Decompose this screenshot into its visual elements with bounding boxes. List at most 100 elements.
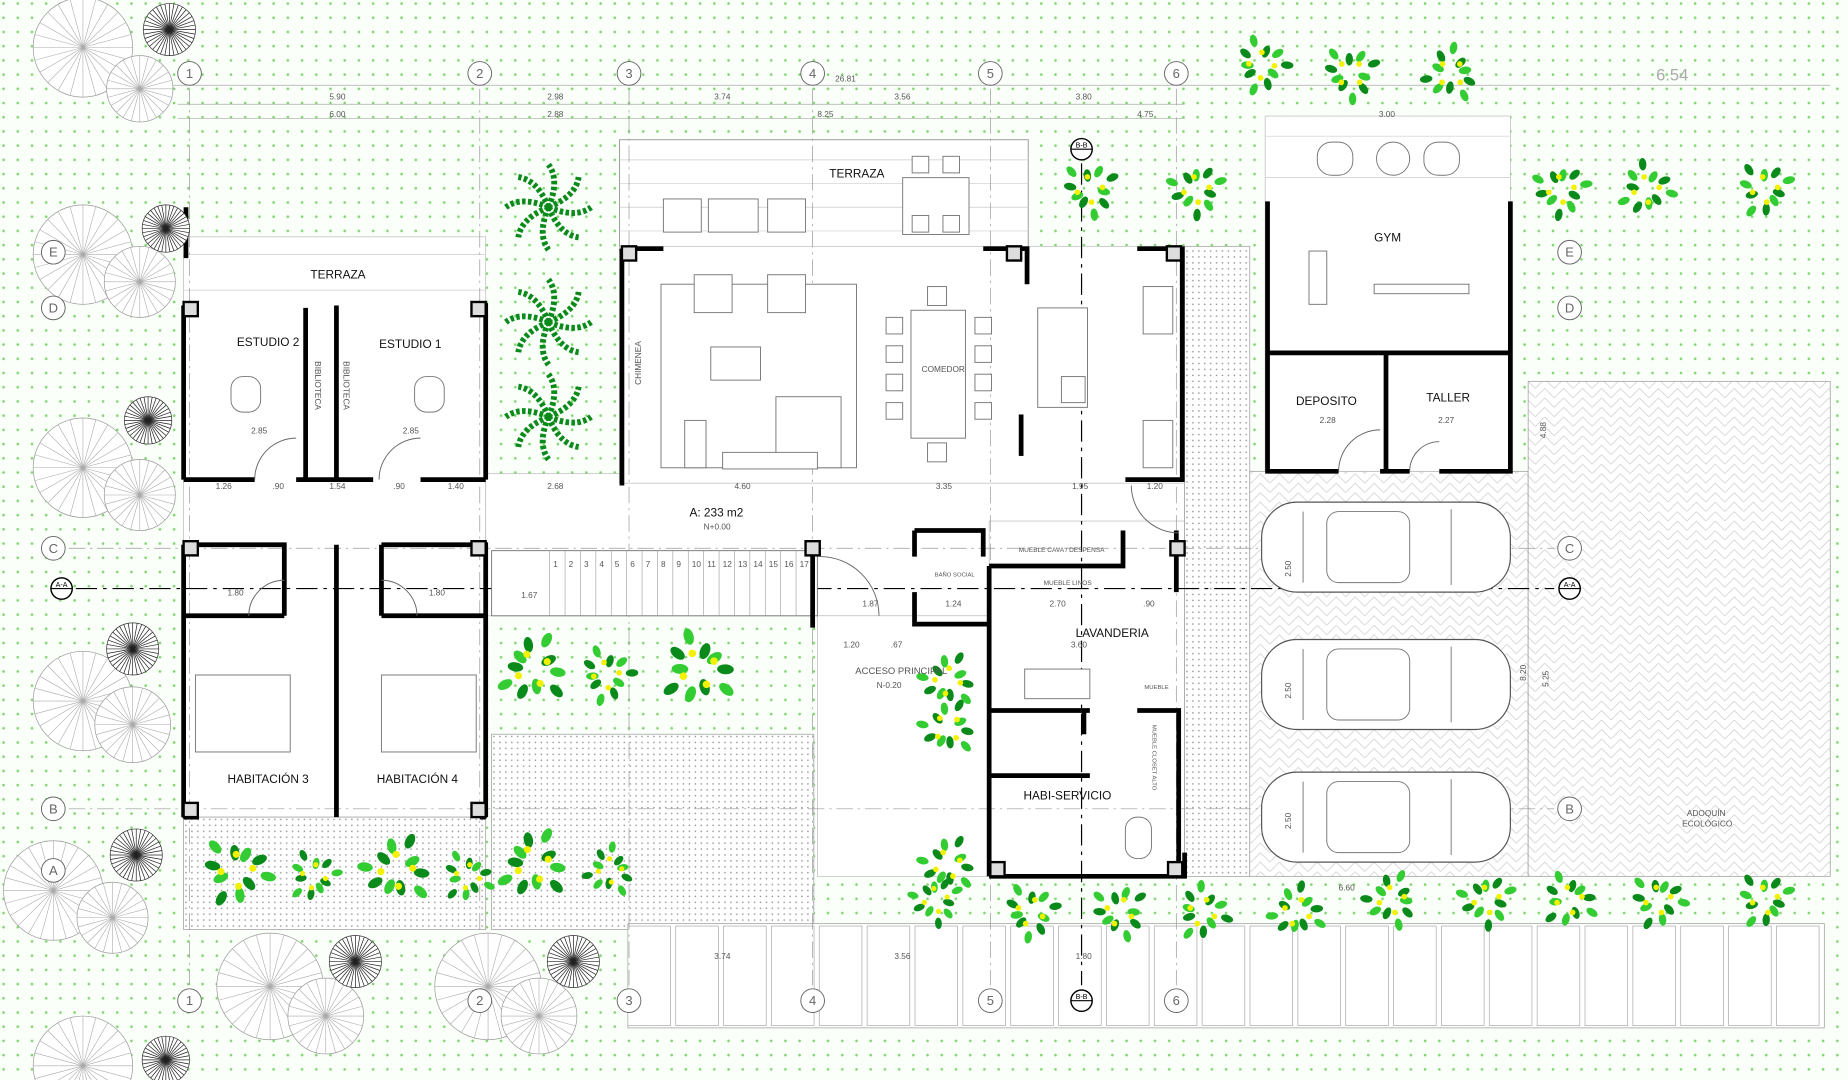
flowering-shrub <box>916 699 974 752</box>
stair-step-number: 5 <box>615 559 620 569</box>
label-ecologico: ECOLÓGICO <box>1682 819 1733 829</box>
dim: .67 <box>891 640 903 650</box>
dim: 3.56 <box>894 91 911 101</box>
grid-bubble-column: 6 <box>1164 61 1189 86</box>
dim: .90 <box>272 481 284 491</box>
stair-step-number: 1 <box>553 559 558 569</box>
tree <box>287 977 365 1055</box>
dim: 1.80 <box>1076 951 1093 961</box>
grid-label: E <box>1565 245 1574 260</box>
dim: 3.74 <box>714 91 731 101</box>
flowering-shrub <box>1360 870 1413 931</box>
flowering-shrub <box>1617 157 1678 213</box>
tree <box>94 686 171 763</box>
dim: 4.75 <box>1137 109 1154 119</box>
grid-label: C <box>49 541 58 556</box>
parking-stall <box>1728 925 1772 1026</box>
tree <box>142 3 196 57</box>
furniture <box>194 141 1470 860</box>
label-mueble: MUEBLE <box>1144 685 1168 691</box>
dim: 2.85 <box>403 425 420 435</box>
dim: 3.56 <box>894 951 911 961</box>
stair-step-number: 6 <box>630 559 635 569</box>
dim: 1.40 <box>448 481 465 491</box>
stair-step-number: 9 <box>676 559 681 569</box>
grid-bubble-row: E <box>1557 239 1582 265</box>
tree <box>141 1035 190 1080</box>
flowering-shrub <box>1063 165 1119 221</box>
dim: 3.35 <box>936 481 953 491</box>
grid-label: D <box>49 300 58 315</box>
flowering-shrub <box>581 841 633 896</box>
flowering-shrub <box>907 879 963 930</box>
flowering-shrub <box>1006 884 1062 944</box>
section-marker: B-B <box>1070 137 1093 161</box>
grid-label: C <box>1565 541 1574 556</box>
dim: 1.24 <box>945 598 962 608</box>
dim: 6.60 <box>1339 883 1356 893</box>
fern-plant <box>504 162 593 252</box>
section-label: A-A <box>1564 581 1576 589</box>
tree <box>32 0 134 98</box>
grid-label: 6 <box>1173 66 1180 81</box>
grid-bubble-column: 5 <box>978 61 1003 86</box>
tree <box>103 245 176 318</box>
car <box>1261 771 1511 863</box>
grid-bubble-row: D <box>1557 295 1582 321</box>
label-habi-servicio: HABI-SERVICIO <box>1024 788 1112 802</box>
parking-stall <box>1488 925 1533 1026</box>
grid-bubble-row: C <box>40 535 66 561</box>
label-terraza-main: TERRAZA <box>829 167 884 181</box>
dim: 1.20 <box>1147 481 1164 491</box>
label-level: N+0.00 <box>704 521 731 531</box>
flowering-shrub <box>1240 34 1294 96</box>
grid-label: 2 <box>476 993 483 1008</box>
flowering-shrub <box>1419 41 1476 102</box>
section-marker: A-A <box>1558 577 1581 600</box>
parking-stall <box>723 925 767 1026</box>
dim: 4.88 <box>1538 422 1548 439</box>
parking-stall <box>1441 925 1485 1026</box>
walls <box>181 201 1513 879</box>
tree <box>141 204 190 253</box>
dim: 2.50 <box>1283 682 1293 699</box>
dim: 5.90 <box>329 91 346 101</box>
door-swings <box>248 429 1440 616</box>
tree <box>500 977 578 1055</box>
section-marker: A-A <box>50 577 73 600</box>
section-label: B-B <box>1076 993 1088 1001</box>
fern-plant <box>504 372 593 462</box>
flowering-shrub <box>1455 877 1517 932</box>
tree <box>103 459 176 531</box>
grid-bubble-row: D <box>40 295 66 321</box>
tree <box>109 828 163 882</box>
grid-label: B <box>1565 801 1574 816</box>
flowering-shrub <box>357 833 430 899</box>
label-lavanderia: LAVANDERIA <box>1076 626 1149 640</box>
flowering-shrub <box>497 632 566 699</box>
flowering-shrub <box>1632 877 1691 930</box>
tree <box>328 935 382 988</box>
grid-label: 4 <box>809 66 816 81</box>
dim: 8.20 <box>1518 664 1528 681</box>
stair-step-number: 11 <box>707 559 716 569</box>
label-acceso-principal: ACCESO PRINCIPAL <box>855 666 947 677</box>
dim: 3.80 <box>1076 91 1093 101</box>
tree <box>124 396 173 445</box>
dim: 2.27 <box>1438 415 1455 425</box>
grid-label: 3 <box>625 993 632 1008</box>
label-habitacion-4: HABITACIÓN 4 <box>377 772 459 786</box>
label-terraza-left: TERRAZA <box>310 267 365 281</box>
flowering-shrub <box>1325 48 1381 106</box>
dim: 2.68 <box>547 481 564 491</box>
section-label: A-A <box>56 581 68 589</box>
parking-stall <box>818 925 863 1026</box>
parking-stall <box>1201 925 1246 1026</box>
label-estudio-1: ESTUDIO 1 <box>379 337 441 351</box>
flowering-shrub <box>445 850 495 901</box>
label-biblioteca-a: BIBLIOTECA <box>313 361 323 410</box>
grid-label: 5 <box>987 993 994 1008</box>
stair-step-number: 16 <box>784 559 794 569</box>
flowering-shrub <box>1165 167 1227 222</box>
